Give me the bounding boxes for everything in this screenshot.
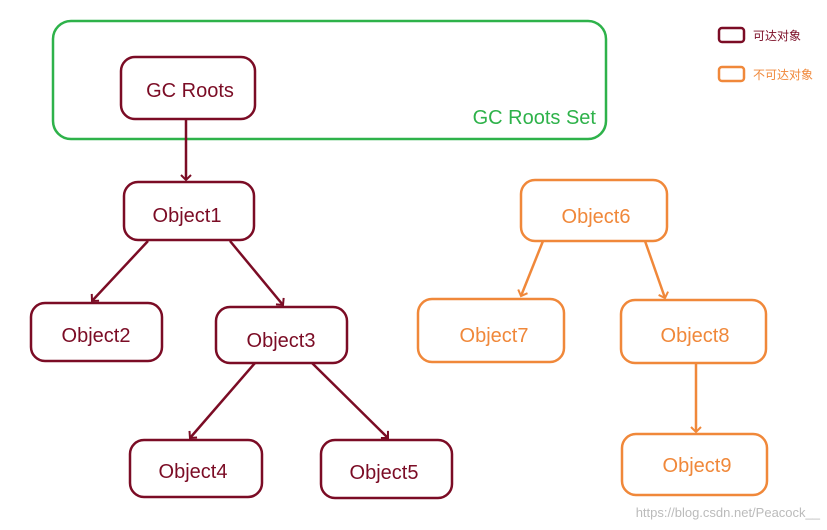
node-object2-label: Object2 [62, 325, 131, 347]
node-object8: Object8 [619, 298, 768, 365]
legend-swatch-reachable [717, 26, 746, 44]
node-object7-label: Object7 [460, 325, 529, 347]
node-object2: Object2 [29, 301, 164, 363]
legend: 可达对象 不可达对象 [717, 26, 813, 83]
node-object9: Object9 [620, 432, 769, 497]
gc-roots-set-border [51, 19, 608, 141]
node-object9-label: Object9 [663, 455, 732, 477]
edge-object6-object7 [517, 240, 545, 298]
node-object3: Object3 [214, 305, 349, 365]
node-object3-label: Object3 [247, 330, 316, 352]
edge-object6-object8 [643, 240, 669, 300]
node-object6: Object6 [519, 178, 669, 243]
legend-swatch-unreachable [717, 65, 746, 83]
node-object5-label: Object5 [350, 462, 419, 484]
gc-roots-set-container: GC Roots Set [51, 19, 608, 141]
node-object4: Object4 [128, 438, 264, 499]
node-object1: Object1 [122, 180, 256, 242]
reachable-edges [90, 120, 390, 440]
node-object8-label: Object8 [661, 325, 730, 347]
node-object1-label: Object1 [153, 205, 222, 227]
node-object5: Object5 [319, 438, 454, 500]
edge-object3-object5 [311, 362, 390, 440]
watermark: https://blog.csdn.net/Peacock__ [636, 505, 821, 520]
legend-item-reachable: 可达对象 [717, 26, 801, 44]
legend-item-unreachable: 不可达对象 [717, 65, 813, 83]
legend-label-unreachable: 不可达对象 [753, 68, 813, 82]
node-object6-label: Object6 [562, 206, 631, 228]
node-object4-label: Object4 [159, 461, 228, 483]
node-gc-roots-label: GC Roots [146, 80, 234, 102]
edge-object1-object3 [229, 240, 285, 307]
edge-object3-object4 [188, 362, 256, 440]
legend-label-reachable: 可达对象 [753, 29, 801, 43]
unreachable-edges [517, 240, 702, 434]
node-gc-roots: GC Roots [119, 55, 257, 121]
node-object7: Object7 [416, 297, 566, 364]
edge-object1-object2 [90, 240, 149, 303]
gc-roots-set-label: GC Roots Set [473, 107, 597, 129]
